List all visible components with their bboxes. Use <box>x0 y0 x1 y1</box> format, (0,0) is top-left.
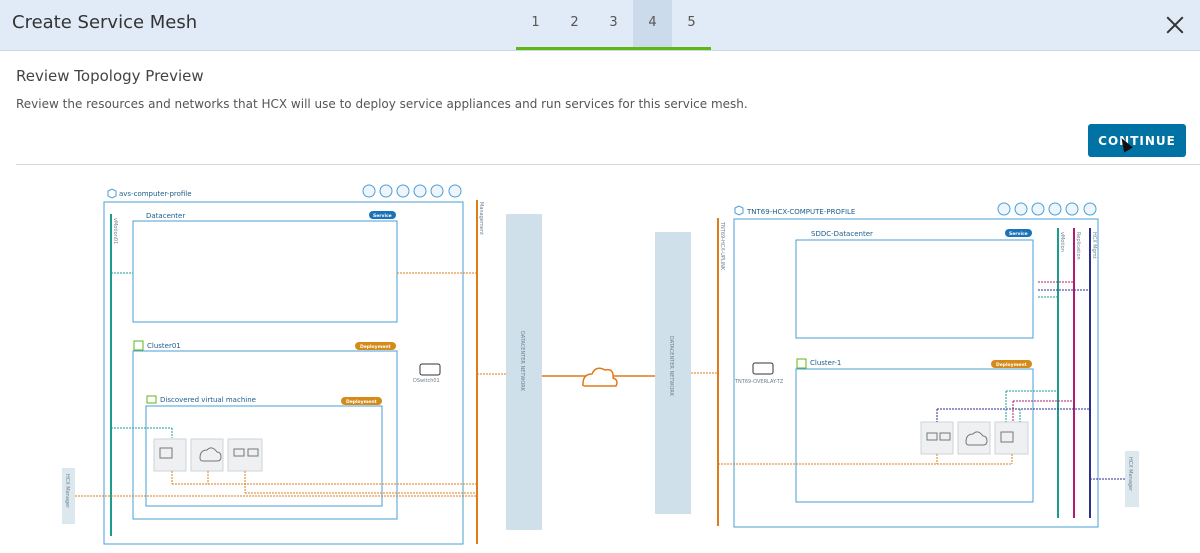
page-heading: Review Topology Preview <box>16 67 204 85</box>
left-mgmt-label: Management <box>478 202 484 235</box>
left-datacenter-network <box>506 214 542 530</box>
right-cluster-label: Cluster-1 <box>810 359 841 367</box>
left-datacenter-label: Datacenter <box>146 212 185 220</box>
dialog-header: Create Service Mesh 1 2 3 4 5 <box>0 0 1200 51</box>
dialog-title: Create Service Mesh <box>12 12 198 33</box>
right-switch-label: TNT69-OVERLAY-TZ <box>734 379 784 385</box>
right-datacenter-box <box>795 239 1034 339</box>
left-switch-label: DSwitch01 <box>413 378 440 384</box>
topology-diagram: avs-computer-profile vMotion01 Datacente… <box>62 184 1139 545</box>
left-uplink-label: vMotion01 <box>112 218 118 244</box>
left-folder-deployment-badge: Deployment <box>346 399 378 405</box>
cloud-icon <box>582 367 618 387</box>
left-network-label: DATACENTER NETWORK <box>519 331 525 392</box>
close-icon[interactable] <box>1162 12 1188 38</box>
right-hcx-manager <box>1125 451 1139 507</box>
continue-button[interactable]: CONTINUE <box>1088 124 1186 157</box>
right-service-icons <box>997 202 1097 216</box>
left-hcx-manager-label: HCX Manager <box>64 474 70 509</box>
right-deployment-badge: Deployment <box>996 362 1028 368</box>
left-folder-box <box>145 405 383 507</box>
step-5[interactable]: 5 <box>672 0 711 50</box>
right-profile-label: TNT69-HCX-COMPUTE-PROFILE <box>746 208 855 216</box>
right-profile-box <box>733 218 1099 528</box>
right-uplink-label: TNT69-HCX-UPLINK <box>719 221 725 271</box>
left-profile-box <box>103 201 464 545</box>
wizard-steps: 1 2 3 4 5 <box>516 0 711 50</box>
right-service-badge: Service <box>1009 231 1028 237</box>
left-cluster-box <box>132 350 398 520</box>
right-network-label: DATACENTER NETWORK <box>668 336 674 397</box>
left-datacenter-box <box>132 220 398 323</box>
right-net-label-2: Replication <box>1075 232 1081 260</box>
right-hcx-manager-label: HCX Manager <box>1127 457 1133 492</box>
step-2[interactable]: 2 <box>555 0 594 50</box>
step-3[interactable]: 3 <box>594 0 633 50</box>
right-net-label-1: vMotion <box>1059 232 1065 252</box>
right-datacenter-network <box>655 232 691 514</box>
step-4[interactable]: 4 <box>633 0 672 50</box>
left-service-badge: Service <box>373 213 392 219</box>
left-cluster-label: Cluster01 <box>147 342 181 350</box>
left-service-icons <box>362 184 462 198</box>
profile-icon <box>107 188 117 199</box>
right-datacenter-label: SDDC-Datacenter <box>811 230 873 238</box>
divider <box>16 164 1200 165</box>
left-deployment-badge: Deployment <box>360 344 392 350</box>
right-cluster-box <box>795 368 1034 503</box>
page-description: Review the resources and networks that H… <box>16 97 748 111</box>
left-profile-label: avs-computer-profile <box>119 190 192 198</box>
step-1[interactable]: 1 <box>516 0 555 50</box>
left-folder-label: Discovered virtual machine <box>160 396 256 404</box>
left-hcx-manager <box>62 468 75 524</box>
right-net-label-3: HCX Mgmt <box>1091 232 1097 259</box>
